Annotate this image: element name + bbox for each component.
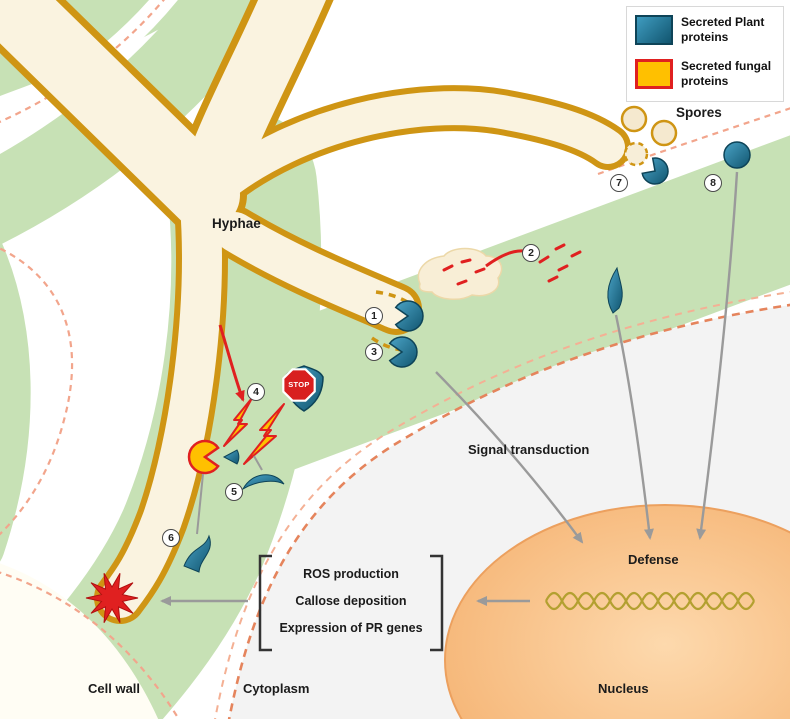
stop-sign-label: STOP: [288, 380, 310, 389]
cell-wall-dashed-outer-line: [214, 291, 790, 719]
secretion-cloud: [417, 247, 503, 300]
marker-1: 1: [365, 307, 383, 325]
bracket-right: [430, 554, 444, 652]
cytoplasm-label: Cytoplasm: [243, 681, 310, 696]
gray-arrows: [160, 171, 739, 606]
bracket-left: [258, 554, 272, 652]
response-pr-genes: Expression of PR genes: [279, 621, 423, 635]
lamella-line-topright: [597, 107, 790, 176]
spore-2: [650, 119, 678, 147]
spore-1: [620, 105, 648, 133]
marker-2: 2: [522, 244, 540, 262]
dna-strand-a: [545, 591, 755, 611]
defense-label: Defense: [628, 552, 679, 567]
marker-4: 4: [247, 383, 265, 401]
fungal-enzyme-pacman: [187, 439, 220, 475]
legend-box: Secreted Plant proteins Secreted fungal …: [626, 6, 784, 102]
diffusing-fungal-proteins: [538, 243, 582, 283]
secreted-fungal-proteins-in-cloud: [442, 258, 486, 286]
red-star-burst: [85, 573, 139, 623]
plant-protein-ribbon-6: [183, 534, 211, 573]
nucleus-ellipse: [444, 504, 790, 719]
stop-sign-octagon: [282, 368, 316, 402]
plant-receptor-2: [607, 266, 623, 314]
marker-6: 6: [162, 529, 180, 547]
marker-3: 3: [365, 343, 383, 361]
plant-pacman-7: [641, 157, 669, 185]
spore-degraded: [623, 141, 649, 167]
spores-label: Spores: [676, 105, 722, 120]
red-arrow-enzyme-release: [218, 324, 245, 402]
response-ros: ROS production: [303, 567, 399, 581]
signal-arrow-1: [435, 371, 584, 544]
marker-7: 7: [610, 174, 628, 192]
connector-lines: [196, 455, 263, 535]
plant-protein-circle-8: [723, 141, 751, 169]
dna-helix: [545, 591, 755, 611]
legend-fungal-swatch: [635, 59, 673, 89]
neighbour-cell-bottom-left: [0, 563, 159, 719]
nucleus-label: Nucleus: [598, 681, 649, 696]
cell-wall-label: Cell wall: [88, 681, 141, 696]
cell-wall-band-right: [178, 135, 790, 482]
lamella-line-bottomleft: [0, 571, 180, 719]
hyphae-interior: [0, 0, 625, 618]
marker-5: 5: [225, 483, 243, 501]
plant-pacman-1: [394, 300, 424, 332]
plant-protein-wedge: [222, 449, 240, 465]
spores-cluster: [620, 105, 678, 167]
signal-transduction-label: Signal transduction: [468, 442, 590, 457]
signal-arrow-3: [696, 171, 739, 540]
lightning-bolt-2: [223, 397, 253, 447]
plant-pacman-3: [388, 336, 418, 368]
plant-protein-pacmen: [388, 157, 669, 368]
signal-arrow-2: [614, 314, 654, 540]
dna-strand-b: [545, 591, 755, 611]
lightning-bolts: [223, 397, 285, 465]
responses-brackets: [258, 554, 444, 652]
legend-plant-label: Secreted Plant proteins: [681, 15, 765, 44]
lamella-line-left: [0, 247, 74, 536]
legend-fungal-label: Secreted fungal proteins: [681, 59, 772, 88]
hyphae-label: Hyphae: [212, 216, 261, 231]
legend-plant-swatch: [635, 15, 673, 45]
response-callose: Callose deposition: [295, 594, 407, 608]
cell-wall-band-left-edge: [0, 238, 31, 562]
plant-protein-chevron-5: [241, 474, 285, 491]
marker-8: 8: [704, 174, 722, 192]
lightning-bolt-1: [243, 403, 285, 465]
